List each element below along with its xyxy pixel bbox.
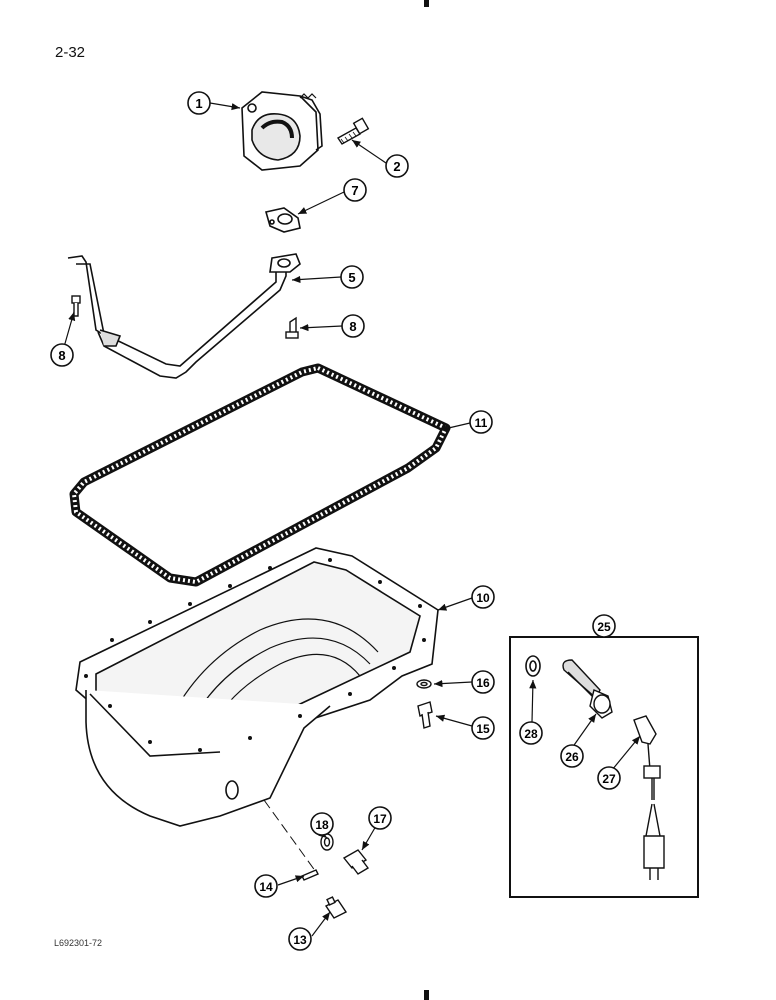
svg-text:17: 17 bbox=[373, 812, 387, 826]
svg-text:8: 8 bbox=[58, 348, 65, 363]
oil-pump bbox=[241, 91, 323, 171]
callout-10: 10 bbox=[471, 585, 495, 609]
bolt-right bbox=[285, 316, 299, 339]
oil-level-sensor bbox=[324, 896, 348, 919]
svg-text:16: 16 bbox=[476, 676, 490, 690]
figure-code: L692301-72 bbox=[54, 938, 103, 948]
svg-text:28: 28 bbox=[524, 727, 538, 741]
svg-text:14: 14 bbox=[259, 880, 273, 894]
pump-bolt bbox=[336, 117, 370, 145]
svg-text:10: 10 bbox=[476, 591, 490, 605]
callout-1: 1 bbox=[187, 91, 211, 115]
callout-25: 25 bbox=[592, 614, 616, 638]
callout-8-right: 8 bbox=[341, 314, 365, 338]
svg-text:1: 1 bbox=[195, 96, 202, 111]
dowel-pin bbox=[301, 869, 319, 881]
drain-plug-washer bbox=[320, 833, 334, 851]
top-page-mark bbox=[424, 0, 429, 7]
svg-text:11: 11 bbox=[475, 416, 488, 430]
drain-plug bbox=[342, 849, 370, 875]
callout-14: 14 bbox=[254, 874, 278, 898]
callout-17: 17 bbox=[368, 806, 392, 830]
svg-text:18: 18 bbox=[315, 818, 329, 832]
callout-28: 28 bbox=[519, 721, 543, 745]
drain-bolt bbox=[417, 701, 433, 729]
svg-text:25: 25 bbox=[597, 620, 611, 634]
callout-2: 2 bbox=[385, 154, 409, 178]
drain-washer bbox=[416, 679, 432, 689]
svg-text:5: 5 bbox=[348, 270, 355, 285]
heater-element bbox=[562, 659, 613, 719]
callout-18: 18 bbox=[310, 812, 334, 836]
leader-lines bbox=[63, 102, 641, 937]
callout-13: 13 bbox=[288, 927, 312, 951]
svg-text:8: 8 bbox=[349, 319, 356, 334]
callout-26: 26 bbox=[560, 744, 584, 768]
heater-kit-box bbox=[509, 636, 699, 898]
callout-15: 15 bbox=[471, 716, 495, 740]
oil-pan bbox=[75, 547, 439, 827]
bottom-page-mark bbox=[424, 990, 429, 1000]
svg-text:27: 27 bbox=[602, 772, 616, 786]
callout-27: 27 bbox=[597, 766, 621, 790]
svg-text:7: 7 bbox=[351, 183, 358, 198]
oil-pan-gasket bbox=[69, 363, 451, 587]
oil-pickup-tube bbox=[67, 253, 301, 379]
callout-11: 11 bbox=[469, 410, 493, 434]
heater-gasket bbox=[525, 655, 541, 677]
svg-text:15: 15 bbox=[476, 722, 490, 736]
svg-text:2: 2 bbox=[393, 159, 400, 174]
callout-7: 7 bbox=[343, 178, 367, 202]
callout-16: 16 bbox=[471, 670, 495, 694]
pin-location-line bbox=[263, 799, 317, 873]
pump-gasket bbox=[264, 207, 301, 233]
svg-text:26: 26 bbox=[565, 750, 579, 764]
heater-cord bbox=[633, 715, 665, 880]
page-number: 2-32 bbox=[55, 44, 86, 61]
callout-5: 5 bbox=[340, 265, 364, 289]
svg-text:13: 13 bbox=[293, 933, 307, 947]
callout-8-left: 8 bbox=[50, 343, 74, 367]
